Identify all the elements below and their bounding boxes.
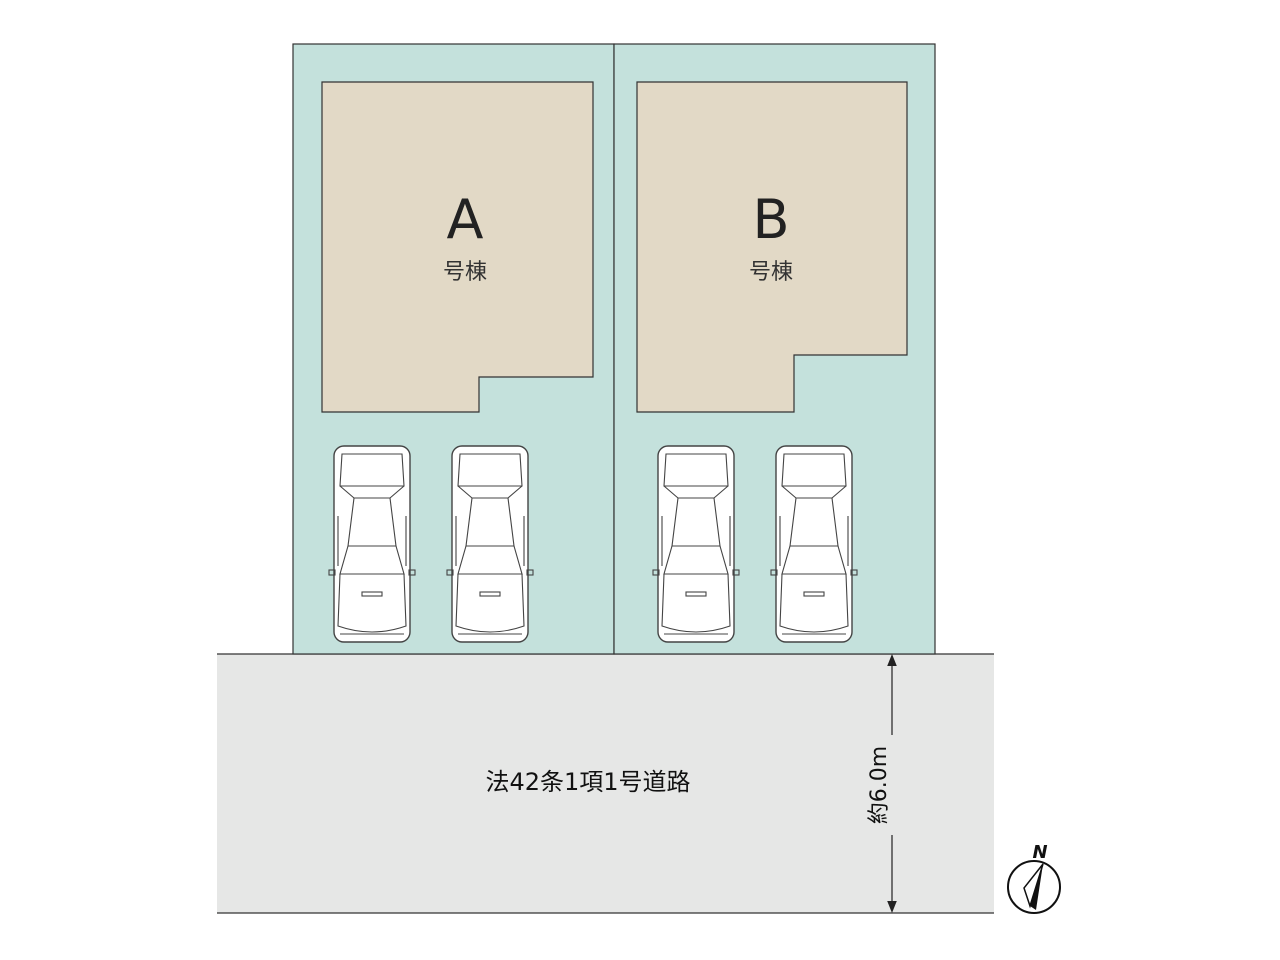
road [217, 653, 994, 914]
house-b [636, 81, 908, 413]
house-a [321, 81, 594, 413]
parking-car-b2 [770, 445, 858, 643]
north-compass-icon: N [1007, 842, 1061, 914]
parking-car-a2 [446, 445, 534, 643]
road-label: 法42条1項1号道路 [485, 768, 690, 796]
road-width-dimension: 約6.0m [867, 654, 902, 913]
lot-b-label: 号棟 [749, 260, 793, 285]
road-width-label: 約6.0m [867, 746, 892, 824]
lot-b-letter: B [752, 188, 789, 251]
lot-a: A 号棟 [292, 43, 615, 655]
parking-car-a1 [328, 445, 416, 643]
lot-a-letter: A [447, 188, 484, 251]
lot-b: B 号棟 [613, 43, 936, 655]
parking-car-b1 [652, 445, 740, 643]
compass-label: N [1032, 842, 1047, 863]
lot-a-label: 号棟 [443, 260, 487, 285]
